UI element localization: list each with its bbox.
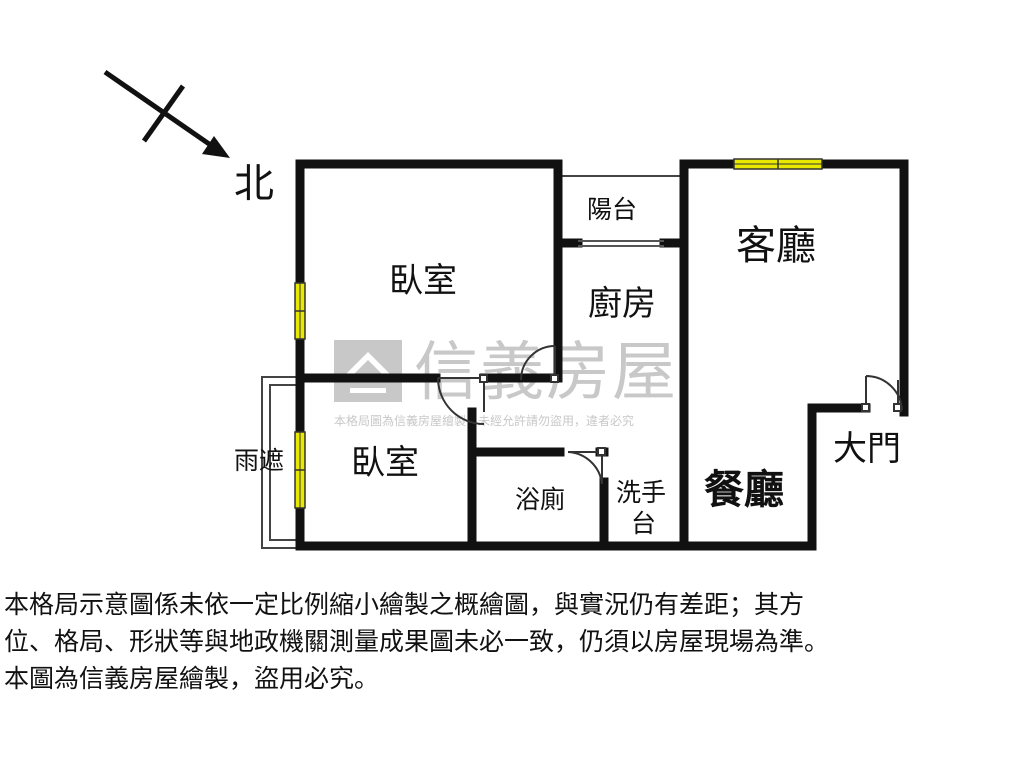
- room-balcony: 陽台: [587, 195, 637, 224]
- compass-cross-line: [141, 84, 186, 143]
- awning-outline: [261, 376, 300, 549]
- room-washbasin-line1: 洗手: [616, 478, 666, 507]
- room-bathroom: 浴廁: [515, 485, 565, 514]
- disclaimer-line-3: 本圖為信義房屋繪製，盜用必究。: [4, 664, 380, 693]
- room-bedroom-main: 臥室: [389, 261, 457, 301]
- room-dining: 餐廳: [704, 467, 784, 513]
- room-kitchen: 廚房: [588, 284, 656, 324]
- watermark-notice: 本格局圖為信義房屋繪製，未經允許請勿盜用，違者必究: [334, 413, 634, 428]
- north-label: 北: [234, 161, 274, 207]
- door-bedroom-main: [520, 345, 559, 383]
- floor-plan: 北 信義房屋 本格局圖為信義房屋繪製，未經允許請勿盜用，違者必究: [103, 69, 909, 551]
- window-bedroom2-west: [294, 431, 306, 509]
- room-bedroom-second: 臥室: [351, 443, 419, 483]
- window-living-north: [733, 158, 823, 170]
- disclaimer: 本格局示意圖係未依一定比例縮小繪製之概繪圖，與實況仍有差距；其方 位、格局、形狀…: [4, 586, 1020, 697]
- door-bathroom: [567, 447, 606, 485]
- label-awning: 雨遮: [234, 446, 284, 475]
- doors: [437, 345, 903, 485]
- door-entrance: [861, 374, 903, 412]
- windows: [294, 158, 823, 509]
- room-living: 客廳: [736, 223, 816, 269]
- compass-arrow-head: [202, 136, 230, 158]
- door-bedroom-second: [437, 374, 488, 425]
- disclaimer-line-1: 本格局示意圖係未依一定比例縮小繪製之概繪圖，與實況仍有差距；其方: [4, 590, 805, 619]
- label-entrance: 大門: [833, 429, 901, 469]
- room-labels: 臥室 陽台 廚房 客廳 臥室 浴廁 洗手 台 餐廳 大門 雨遮: [234, 195, 901, 538]
- compass: 北: [103, 69, 274, 207]
- watermark-logo: [334, 340, 402, 402]
- disclaimer-line-2: 位、格局、形狀等與地政機關測量成果圖未必一致，仍須以房屋現場為準。: [4, 627, 830, 656]
- compass-arrow-shaft: [103, 69, 214, 149]
- window-bedroom-west: [294, 282, 306, 340]
- room-washbasin-line2: 台: [631, 509, 656, 538]
- balcony-sliding-door: [578, 240, 664, 247]
